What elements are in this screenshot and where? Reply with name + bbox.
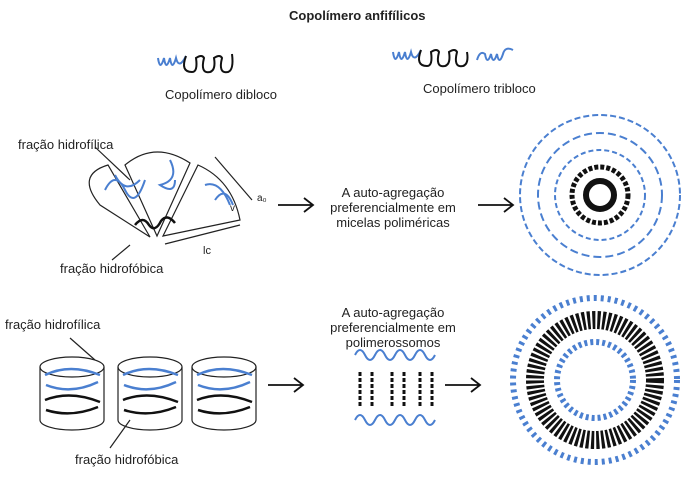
polymersome-cylinder-model (39, 337, 257, 449)
process-line: A auto-agregação (341, 185, 445, 200)
polymeric-micelle (519, 114, 681, 276)
micelle-hydrophilic-label: fração hidrofílica (18, 137, 114, 152)
process-line: preferencialmente em (330, 320, 456, 335)
diblock-copolymer-chain (157, 53, 234, 74)
process-line: micelas poliméricas (336, 215, 450, 230)
triblock-copolymer-chain (392, 47, 514, 68)
triblock-label: Copolímero tribloco (423, 81, 536, 96)
polymersome-process-text: A auto-agregação preferencialmente em po… (318, 305, 468, 350)
v-label: v (230, 203, 235, 214)
process-line: polimerossomos (345, 335, 441, 350)
process-line: A auto-agregação (341, 305, 445, 320)
arrows (268, 197, 515, 393)
diblock-label: Copolímero dibloco (165, 87, 278, 102)
polymersome-hydrophilic-label: fração hidrofílica (5, 317, 101, 332)
process-line: preferencialmente em (330, 200, 456, 215)
bilayer-chains (354, 349, 436, 426)
micelle-process-text: A auto-agregação preferencialmente em mi… (318, 185, 468, 230)
polymersome-hydrophobic-label: fração hidrofóbica (75, 452, 179, 467)
page-title: Copolímero anfifílicos (289, 8, 426, 23)
a0-label: a₀ (257, 193, 267, 204)
micelle-cone-model (88, 146, 253, 261)
polymersome (510, 295, 680, 465)
lc-label: lc (203, 245, 211, 257)
micelle-hydrophobic-label: fração hidrofóbica (60, 261, 164, 276)
